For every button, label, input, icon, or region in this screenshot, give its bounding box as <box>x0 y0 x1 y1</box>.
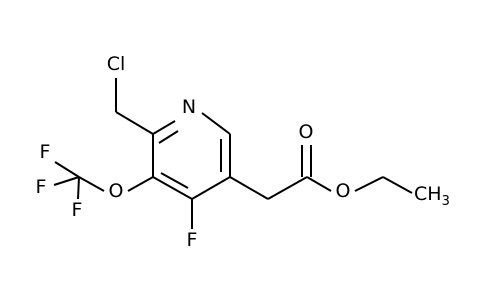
atom-fluorine-2: F <box>36 176 47 198</box>
bond-ch2-ch3 <box>382 176 413 194</box>
bond-cf3-f1 <box>54 161 80 178</box>
bond-c5-ch2 <box>229 176 269 200</box>
atom-fluorine-3: F <box>72 199 83 221</box>
bond-cf3-f2 <box>53 176 80 186</box>
bond-n-c6 <box>201 112 231 135</box>
atom-chlorine: Cl <box>107 53 126 75</box>
bonds <box>53 78 413 229</box>
atom-oxygen-carbonyl: O <box>299 121 314 143</box>
atom-methyl: CH3 <box>414 183 450 209</box>
atom-oxygen-ester: O <box>336 180 351 202</box>
bond-cf3-f3 <box>77 176 80 200</box>
bond-o-cf3 <box>78 176 105 192</box>
atom-oxygen-ether: O <box>109 180 124 202</box>
bond-ch2-c-carbonyl <box>267 176 308 200</box>
bond-c2-n-double <box>158 130 179 144</box>
bond-o-ch2-ethyl <box>354 176 384 192</box>
bond-c5-c4 <box>191 176 231 200</box>
bond-c3-o <box>127 176 154 192</box>
atom-fluorine-ring: F <box>187 229 198 251</box>
bond-c2-n <box>152 120 176 135</box>
methyl-label: CH <box>414 183 442 205</box>
atom-nitrogen: N <box>182 96 196 118</box>
atom-fluorine-1: F <box>40 141 51 163</box>
atom-labels: Cl N O F F F F O O CH3 <box>36 53 450 251</box>
bond-c-o-ester <box>306 176 332 192</box>
methyl-subscript: 3 <box>442 194 450 209</box>
bond-c4-c3 <box>152 176 193 200</box>
bond-ch2-c2 <box>115 111 154 135</box>
bond-c4-c3-double <box>160 172 189 189</box>
